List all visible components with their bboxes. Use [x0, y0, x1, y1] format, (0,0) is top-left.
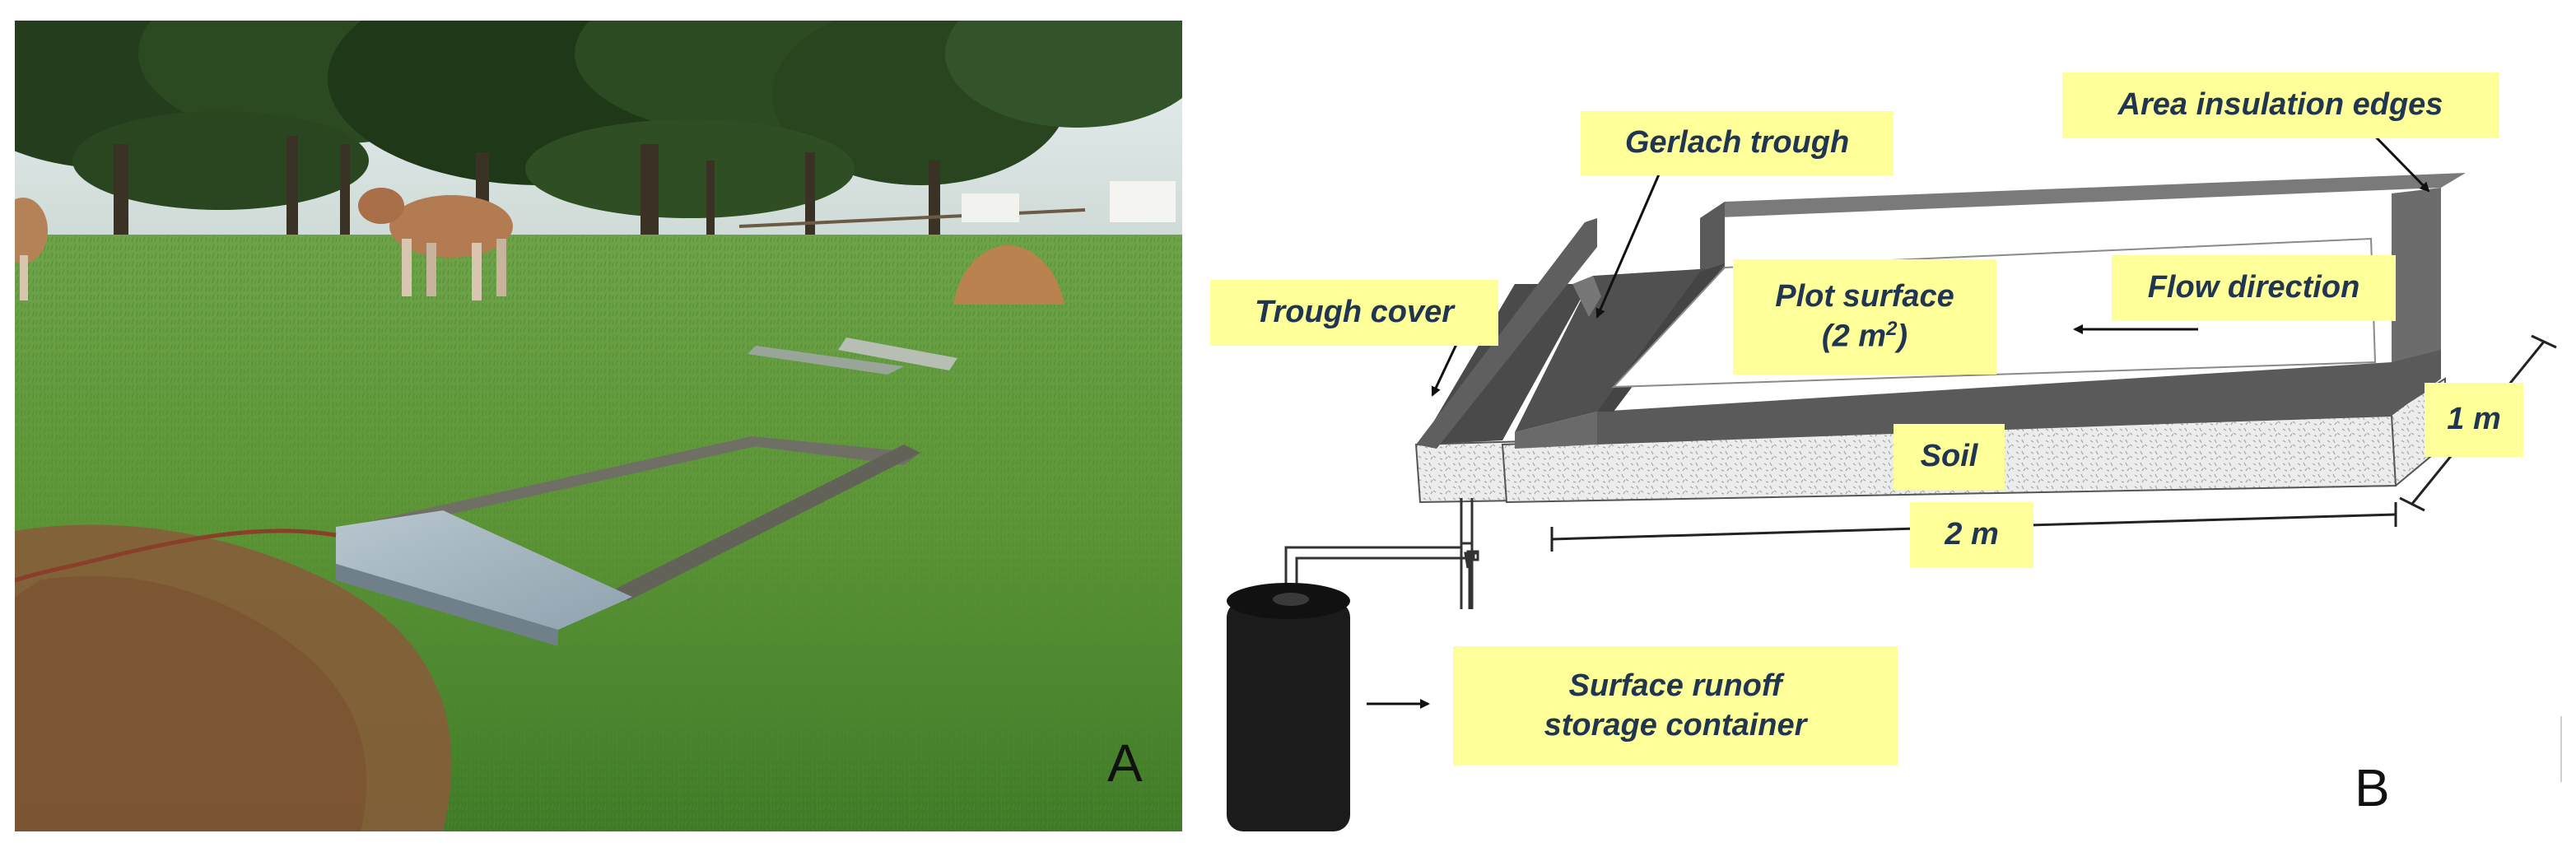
- trough-cover-shape: [1416, 218, 1597, 449]
- storage-line2-text: storage container: [1544, 707, 1807, 743]
- label-length-2m: 2 m: [1910, 502, 2033, 568]
- runoff-plot-frame: [344, 436, 920, 601]
- plot-surface-area-text: (2 m2): [1822, 317, 1908, 356]
- cow: [358, 188, 513, 300]
- panel-letter-b: B: [2355, 758, 2390, 817]
- distant-plot-frame: [748, 338, 957, 375]
- bare-soil-patch: [15, 524, 452, 831]
- plot-surface-text: Plot surface: [1775, 279, 1954, 314]
- plot-surface-area-close: ): [1897, 319, 1908, 354]
- termite-mound: [953, 244, 1064, 305]
- storage-line1-text: Surface runoff: [1568, 668, 1782, 703]
- arrow-to-gerlach: [1595, 168, 1663, 319]
- label-gerlach-trough: Gerlach trough: [1581, 111, 1894, 175]
- storage-container: [1227, 583, 1350, 831]
- plot-surface-area-exponent: 2: [1886, 317, 1898, 340]
- trough-cover-text: Trough cover: [1254, 295, 1455, 330]
- flow-direction-text: Flow direction: [2147, 270, 2360, 305]
- panel-letter-a: A: [1107, 733, 1143, 793]
- label-storage-container: Surface runoff storage container: [1453, 646, 1898, 766]
- trough-cover-panel: [336, 510, 632, 646]
- area-insulation-edges-text: Area insulation edges: [2117, 87, 2443, 123]
- fence-and-buildings: [738, 181, 1176, 228]
- width-dim-text: 1 m: [2447, 402, 2501, 437]
- label-width-1m: 1 m: [2425, 383, 2523, 457]
- gerlach-trough-text: Gerlach trough: [1624, 125, 1850, 161]
- drain-hose: [15, 528, 337, 583]
- label-soil: Soil: [1894, 424, 2005, 490]
- field-photo: [15, 21, 1182, 831]
- cow-partial: [15, 198, 48, 300]
- label-plot-surface: Plot surface (2 m2): [1733, 259, 1996, 375]
- label-flow-direction: Flow direction: [2112, 255, 2396, 321]
- soil-text: Soil: [1920, 439, 1978, 474]
- right-edge-rule: [2560, 716, 2562, 782]
- plot-surface-area-value: (2 m: [1821, 319, 1887, 354]
- length-dim-text: 2 m: [1945, 517, 1999, 552]
- label-area-insulation-edges: Area insulation edges: [2062, 72, 2499, 138]
- label-trough-cover: Trough cover: [1210, 280, 1498, 346]
